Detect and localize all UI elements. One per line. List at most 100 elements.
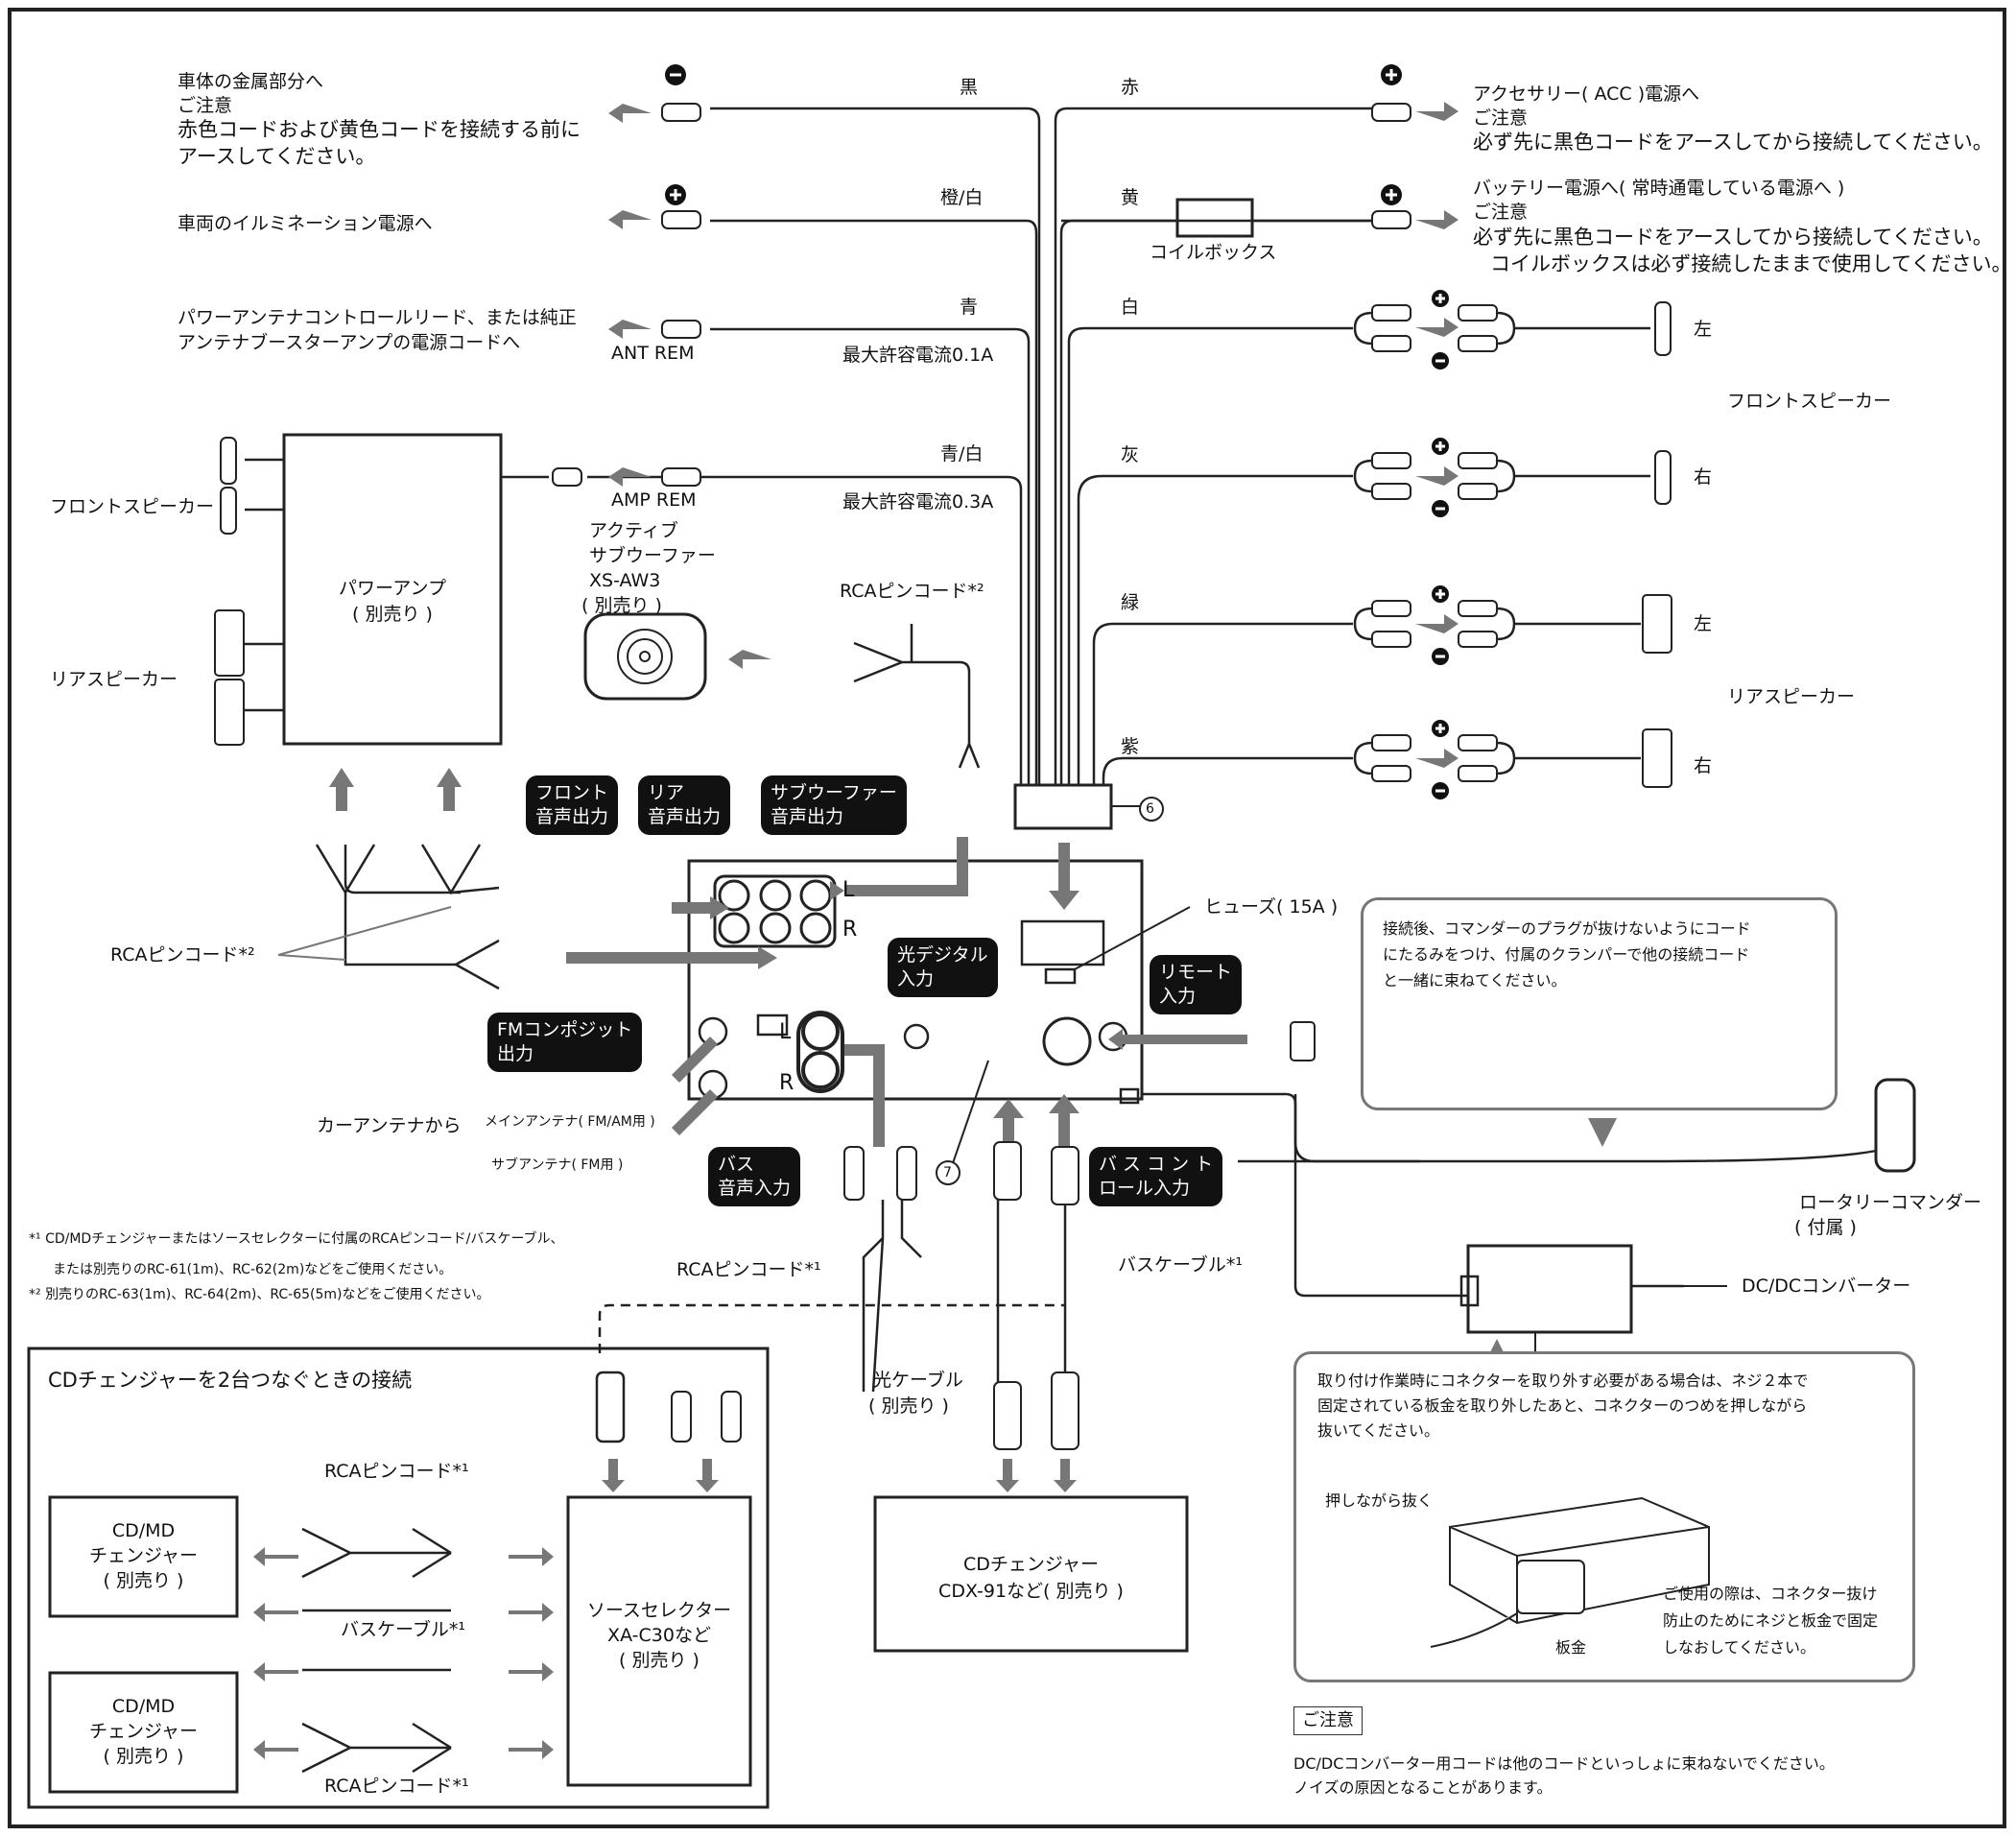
selector-line1: ソースセレクター <box>586 1600 732 1621</box>
push-pull-label: 押しながら抜く <box>1325 1491 1434 1510</box>
commander-note-box: 接続後、コマンダーのプラグが抜けないようにコード にたるみをつけ、付属のクランパ… <box>1361 897 1838 1110</box>
fix-note-3: しなおしてください。 <box>1663 1638 1816 1657</box>
amp-rem-label: AMP REM <box>611 489 697 511</box>
subwoofer-line1: アクティブ <box>589 520 678 541</box>
commander-note-1: 接続後、コマンダーのプラグが抜けないようにコード <box>1383 919 1751 938</box>
optical-cable-label: 光ケーブル <box>873 1370 963 1391</box>
label-left-2: 左 <box>1694 613 1713 634</box>
wire-black: 黒 <box>960 77 979 98</box>
changer-main-1: CDチェンジャー <box>963 1554 1099 1575</box>
wire-red: 赤 <box>1121 77 1140 98</box>
antenna-label-1: パワーアンテナコントロールリード、または純正 <box>178 307 577 328</box>
main-antenna: メインアンテナ( FM/AM用 ) <box>485 1114 655 1130</box>
cdmd2-line2: チェンジャー <box>88 1721 199 1742</box>
subwoofer-out-label: サブウーファー 音声出力 <box>761 775 907 835</box>
front-speaker-right: フロントスピーカー <box>1727 391 1892 412</box>
connector-note-box: 取り付け作業時にコネクターを取り外す必要がある場合は、ネジ２本で 固定されている… <box>1293 1351 1915 1682</box>
fuse-label: ヒューズ( 15A ) <box>1204 896 1339 918</box>
connector-note-2: 固定されている板金を取り外したあと、コネクターのつめを押しながら <box>1317 1396 1808 1415</box>
optical-cable-sub: ( 別売り ) <box>868 1395 949 1417</box>
battery-note-2: コイルボックスは必ず接続したままで使用してください。 <box>1490 252 2012 275</box>
fix-note-2: 防止のためにネジと板金で固定 <box>1663 1611 1879 1630</box>
dcdc-note-1: DC/DCコンバーター用コードは他のコードといっしょに束ねないでください。 <box>1293 1754 1835 1773</box>
bus-audio-in-label: バス 音声入力 <box>708 1147 801 1206</box>
max-current-1: 最大許容電流0.1A <box>842 345 994 366</box>
footnote-2: *² 別売りのRC-63(1m)、RC-64(2m)、RC-65(5m)などをご… <box>29 1287 490 1302</box>
acc-note-head: ご注意 <box>1473 107 1529 129</box>
ground-note-2: アースしてください。 <box>178 145 376 168</box>
footnote-1a: *¹ CD/MDチェンジャーまたはソースセレクターに付属のRCAピンコード/バス… <box>29 1231 564 1247</box>
ground-note-head: ご注意 <box>178 95 233 116</box>
wire-green: 緑 <box>1121 592 1140 613</box>
rear-audio-out-label: リア 音声出力 <box>638 775 731 835</box>
num-7: 7 <box>943 1165 952 1180</box>
subwoofer-line2: サブウーファー <box>589 545 716 566</box>
rotary-commander-label: ロータリーコマンダー <box>1799 1192 1982 1213</box>
subwoofer-line3: XS-AW3 <box>589 570 661 591</box>
max-current-2: 最大許容電流0.3A <box>842 491 994 513</box>
diagram-frame <box>8 8 2006 1828</box>
dcdc-label: DC/DCコンバーター <box>1742 1276 1911 1297</box>
cdmd2-line1: CD/MD <box>111 1696 176 1717</box>
wire-purple: 紫 <box>1121 736 1140 757</box>
sub-antenna: サブアンテナ( FM用 ) <box>491 1157 624 1173</box>
cdmd2-line3: ( 別売り ) <box>103 1746 184 1767</box>
label-right-2: 右 <box>1694 755 1713 776</box>
num-6: 6 <box>1146 801 1154 817</box>
illumination-label: 車両のイルミネーション電源へ <box>178 213 433 234</box>
fm-composite-label: FMコンポジット 出力 <box>487 1013 643 1072</box>
antenna-label-2: アンテナブースターアンプの電源コードへ <box>178 332 521 353</box>
two-changers-rca-top: RCAピンコード*¹ <box>324 1461 469 1482</box>
cdmd1-line3: ( 別売り ) <box>103 1570 184 1591</box>
commander-note-3: と一緒に束ねてください。 <box>1383 971 1567 990</box>
unit-R2: R <box>779 1071 795 1095</box>
front-audio-out-label: フロント 音声出力 <box>526 775 619 835</box>
acc-title: アクセサリー( ACC )電源へ <box>1473 83 1700 105</box>
front-speaker-left: フロントスピーカー <box>50 496 215 517</box>
acc-note: 必ず先に黒色コードをアースしてから接続してください。 <box>1473 131 1993 154</box>
unit-L2: L <box>779 1020 792 1044</box>
connector-note-1: 取り付け作業時にコネクターを取り外す必要がある場合は、ネジ２本で <box>1317 1371 1809 1390</box>
power-amp-label: パワーアンプ <box>339 578 446 599</box>
ground-title: 車体の金属部分へ <box>178 71 324 92</box>
wire-blue-white: 青/白 <box>940 443 984 465</box>
battery-title: バッテリー電源へ( 常時通電している電源へ ) <box>1473 178 1845 199</box>
rotary-commander-sub: ( 付属 ) <box>1794 1217 1857 1238</box>
two-changers-rca-bottom: RCAピンコード*¹ <box>324 1776 469 1797</box>
fix-note-1: ご使用の際は、コネクター抜け <box>1663 1585 1878 1603</box>
bus-cable-1: バスケーブル*¹ <box>1118 1254 1243 1276</box>
car-antenna-label: カーアンテナから <box>317 1115 462 1136</box>
battery-note-1: 必ず先に黒色コードをアースしてから接続してください。 <box>1473 226 1993 249</box>
connector-note-3: 抜いてください。 <box>1317 1421 1440 1440</box>
cdmd1-line2: チェンジャー <box>88 1545 199 1566</box>
footnote-1b: または別売りのRC-61(1m)、RC-62(2m)などをご使用ください。 <box>53 1262 453 1277</box>
two-changers-bus: バスケーブル*¹ <box>341 1619 465 1640</box>
rear-speaker-left: リアスピーカー <box>50 669 178 690</box>
unit-R: R <box>842 918 858 942</box>
cdmd1-line1: CD/MD <box>111 1520 176 1541</box>
commander-note-2: にたるみをつけ、付属のクランパーで他の接続コード <box>1383 945 1750 964</box>
wire-gray: 灰 <box>1121 444 1140 465</box>
connector-illustration <box>1430 1496 1710 1648</box>
selector-line3: ( 別売り ) <box>619 1650 700 1671</box>
two-changers-title: CDチェンジャーを2台つなぐときの接続 <box>48 1369 413 1392</box>
coil-box-label: コイルボックス <box>1150 242 1277 263</box>
label-left-1: 左 <box>1694 319 1713 340</box>
unit-L: L <box>842 878 855 902</box>
rca-cord-1: RCAピンコード*¹ <box>676 1259 821 1280</box>
caution-tag: ご注意 <box>1293 1706 1363 1735</box>
sheet-metal-label: 板金 <box>1555 1638 1587 1657</box>
ground-note-1: 赤色コードおよび黄色コードを接続する前に <box>178 118 581 141</box>
bus-control-in-label: バ ス コ ン ト ロール入力 <box>1089 1147 1223 1206</box>
rca-cord-2-top: RCAピンコード*² <box>840 581 984 602</box>
wire-orange-white: 橙/白 <box>940 187 984 208</box>
label-right-1: 右 <box>1694 466 1713 488</box>
rca-cord-2-left: RCAピンコード*² <box>110 944 255 966</box>
power-amp-sub: ( 別売り ) <box>352 604 433 625</box>
subwoofer-line4: ( 別売り ) <box>581 595 662 616</box>
selector-line2: XA-C30など <box>607 1625 711 1646</box>
rear-speaker-right: リアスピーカー <box>1727 686 1856 707</box>
changer-main-2: CDX-91など( 別売り ) <box>938 1581 1124 1602</box>
dcdc-note-2: ノイズの原因となることがあります。 <box>1293 1778 1553 1797</box>
optical-in-label: 光デジタル 入力 <box>888 938 998 997</box>
